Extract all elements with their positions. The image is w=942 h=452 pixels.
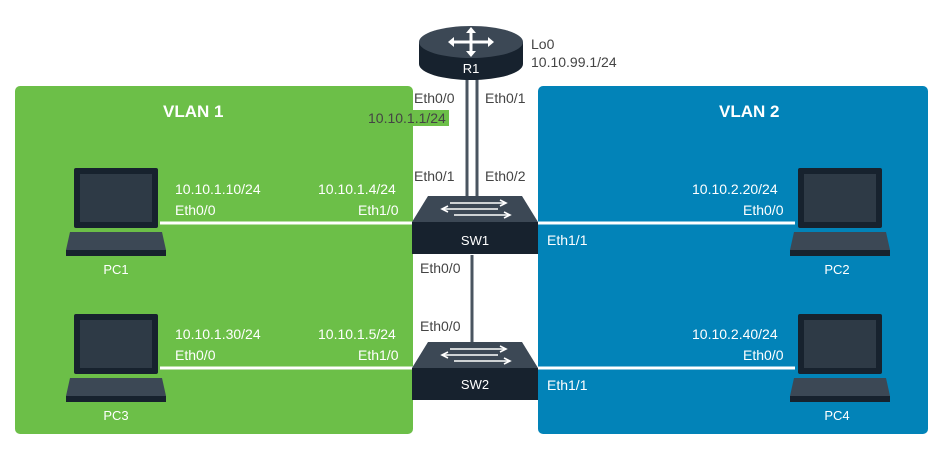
pc4-ip: 10.10.2.40/24 bbox=[692, 326, 778, 342]
pc2-ip: 10.10.2.20/24 bbox=[692, 181, 778, 197]
sw1-eth0-1-label: Eth0/1 bbox=[414, 168, 455, 184]
switch-icon bbox=[412, 342, 538, 400]
sw1-eth1-0-ip: 10.10.1.4/24 bbox=[318, 181, 396, 197]
pc2-port: Eth0/0 bbox=[743, 202, 784, 218]
laptop-icon bbox=[790, 168, 890, 256]
laptop-icon bbox=[66, 168, 166, 256]
router-eth0-0-label: Eth0/0 bbox=[414, 90, 455, 106]
sw2-eth1-0-label: Eth1/0 bbox=[358, 347, 399, 363]
pc3-port: Eth0/0 bbox=[175, 347, 216, 363]
pc4-name: PC4 bbox=[824, 408, 850, 423]
sw1-eth0-0-label: Eth0/0 bbox=[420, 260, 461, 276]
sw2-eth0-0-label: Eth0/0 bbox=[420, 318, 461, 334]
router-eth0-1-label: Eth0/1 bbox=[485, 90, 526, 106]
laptop-icon bbox=[66, 314, 166, 402]
router-loopback-label: Lo0 bbox=[531, 36, 555, 52]
switch-icon bbox=[412, 196, 538, 254]
router-name: R1 bbox=[462, 61, 480, 76]
pc3-name: PC3 bbox=[103, 408, 129, 423]
router-icon bbox=[419, 26, 523, 80]
pc1-port: Eth0/0 bbox=[175, 202, 216, 218]
vlan2-area bbox=[538, 86, 928, 434]
sw1-name: SW1 bbox=[460, 233, 490, 248]
sw1-eth0-2-label: Eth0/2 bbox=[485, 168, 526, 184]
pc1-ip: 10.10.1.10/24 bbox=[175, 181, 261, 197]
vlan1-title: VLAN 1 bbox=[163, 102, 224, 121]
pc3-ip: 10.10.1.30/24 bbox=[175, 326, 261, 342]
pc1-name: PC1 bbox=[103, 262, 129, 277]
laptop-icon bbox=[790, 314, 890, 402]
vlan1-area bbox=[15, 86, 413, 434]
sw2-eth1-0-ip: 10.10.1.5/24 bbox=[318, 326, 396, 342]
router-loopback-ip: 10.10.99.1/24 bbox=[531, 54, 617, 70]
pc4-port: Eth0/0 bbox=[743, 347, 784, 363]
router-eth0-0-ip: 10.10.1.1/24 bbox=[365, 110, 449, 126]
sw2-name: SW2 bbox=[460, 377, 490, 392]
sw1-eth1-0-label: Eth1/0 bbox=[358, 202, 399, 218]
pc2-name: PC2 bbox=[824, 262, 850, 277]
sw2-eth1-1-label: Eth1/1 bbox=[547, 377, 588, 393]
vlan2-title: VLAN 2 bbox=[719, 102, 780, 121]
sw1-eth1-1-label: Eth1/1 bbox=[547, 232, 588, 248]
